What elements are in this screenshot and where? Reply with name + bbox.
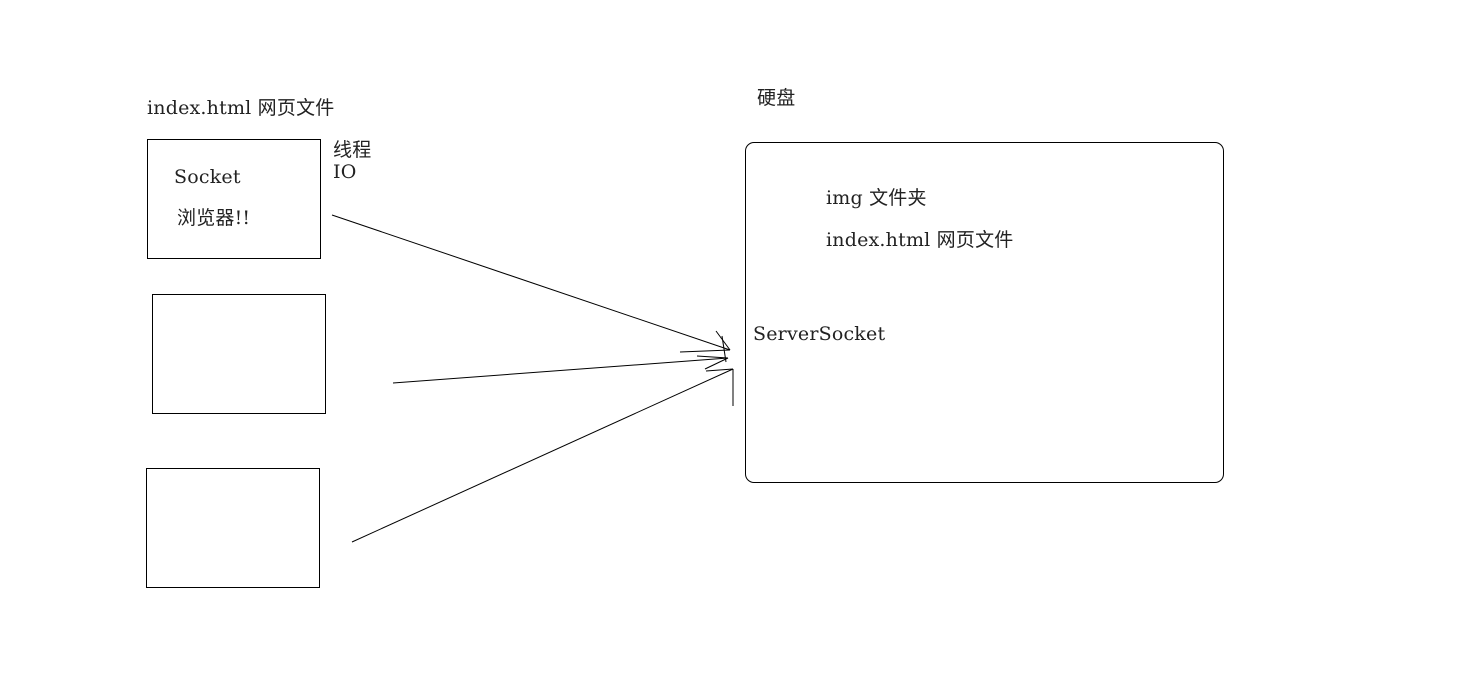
arrow-head-client-1-b [679, 349, 731, 353]
server-file-label: index.html 网页文件 [826, 229, 1014, 251]
arrow-head-client-2-b [704, 357, 729, 370]
client-box-2 [152, 294, 326, 414]
arrow-line-client-2 [392, 357, 729, 384]
arrow-head-client-3-a [705, 368, 734, 372]
server-socket-label: ServerSocket [753, 323, 886, 345]
client-box-socket [147, 139, 321, 259]
arrow-head-client-2-c [721, 335, 727, 363]
socket-label: Socket [174, 166, 241, 188]
arrow-head-client-2-a [696, 355, 729, 359]
arrow-line-client-3 [351, 368, 734, 543]
browser-label: 浏览器!! [177, 207, 251, 229]
client-file-label: index.html 网页文件 [147, 97, 335, 119]
server-disk-box [745, 142, 1224, 483]
arrow-line-client-1 [331, 214, 731, 351]
client-box-3 [146, 468, 320, 588]
disk-label: 硬盘 [757, 87, 796, 109]
io-label: IO [333, 161, 357, 183]
thread-label: 线程 [333, 139, 372, 161]
img-folder-label: img 文件夹 [826, 187, 927, 209]
arrow-head-client-1-a [715, 330, 731, 351]
